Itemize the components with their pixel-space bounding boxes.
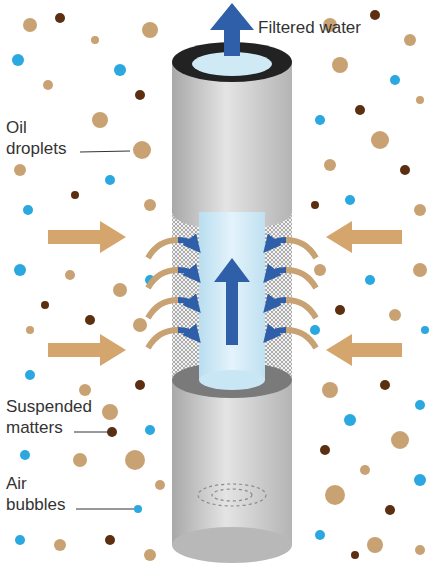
particle [325, 485, 345, 505]
particles [12, 10, 429, 561]
particle [65, 270, 75, 280]
particle [360, 465, 370, 475]
leader-lines [74, 151, 134, 509]
particle [43, 80, 53, 90]
particle [134, 505, 142, 513]
particle [105, 535, 115, 545]
particle [14, 164, 26, 176]
particle [71, 191, 79, 199]
flow-curve [269, 300, 286, 306]
particle [389, 309, 401, 321]
particle [416, 96, 424, 104]
particle [114, 64, 126, 76]
particle [85, 315, 95, 325]
flow-curve [286, 300, 316, 318]
particle [414, 204, 426, 216]
flow-curve [178, 300, 195, 306]
particle [73, 453, 87, 467]
particle [390, 75, 400, 85]
particle [155, 480, 165, 490]
particle [145, 425, 155, 435]
callout-label: Air bubbles [6, 473, 74, 515]
particle [414, 474, 426, 486]
particle [404, 34, 416, 46]
particle [315, 115, 325, 125]
flow-curves [148, 240, 316, 348]
flow-curve [148, 240, 178, 258]
particle [324, 159, 336, 171]
particle [415, 400, 425, 410]
flow-curve [148, 330, 178, 348]
particle [133, 318, 147, 332]
particle [135, 90, 145, 100]
particle [25, 370, 35, 380]
particle [79, 384, 91, 396]
particle [54, 539, 66, 551]
particle [367, 537, 383, 553]
particle [332, 57, 348, 73]
particle [105, 175, 115, 185]
flow-curve [148, 270, 178, 288]
particle [320, 445, 330, 455]
particle [370, 10, 380, 20]
particle [400, 165, 410, 175]
particle [413, 263, 427, 277]
particle [380, 380, 390, 390]
particle [365, 275, 375, 285]
callout-label: Suspended matters [6, 396, 106, 438]
particle [135, 380, 145, 390]
particle [91, 36, 99, 44]
particle [310, 325, 320, 335]
particle [421, 326, 429, 334]
particle [55, 13, 65, 23]
particle [335, 305, 345, 315]
particle [345, 195, 355, 205]
particle [41, 301, 49, 309]
filter-cartridge [172, 3, 292, 563]
particle [314, 264, 326, 276]
flow-curve [286, 240, 316, 258]
particle [344, 414, 356, 426]
particle [20, 450, 30, 460]
particle [113, 283, 127, 297]
callout-label: Filtered water [258, 17, 361, 38]
particle [391, 431, 409, 449]
particle [125, 450, 145, 470]
flow-curve [178, 270, 195, 276]
particle [415, 545, 425, 555]
particle [15, 535, 25, 545]
particle [385, 505, 395, 515]
particle [142, 22, 158, 38]
flow-curve [178, 240, 195, 246]
flow-curve [269, 330, 286, 336]
flow-curve [178, 330, 195, 336]
flow-curve [286, 330, 316, 348]
particle [355, 105, 365, 115]
particle [23, 18, 37, 32]
particle [315, 530, 325, 540]
particle [14, 264, 26, 276]
flow-curve [269, 240, 286, 246]
flow-curve [269, 270, 286, 276]
callout-label: Oil droplets [6, 117, 80, 159]
particle [26, 326, 34, 334]
particle [371, 131, 389, 149]
particle [144, 549, 156, 561]
flow-curve [286, 270, 316, 288]
particle [102, 404, 118, 420]
particle [351, 551, 359, 559]
particle [12, 54, 24, 66]
particle [92, 112, 108, 128]
particle [311, 201, 319, 209]
particle [322, 382, 338, 398]
particle [144, 199, 156, 211]
particle [133, 141, 151, 159]
flow-curve [148, 300, 178, 318]
particle [23, 205, 33, 215]
